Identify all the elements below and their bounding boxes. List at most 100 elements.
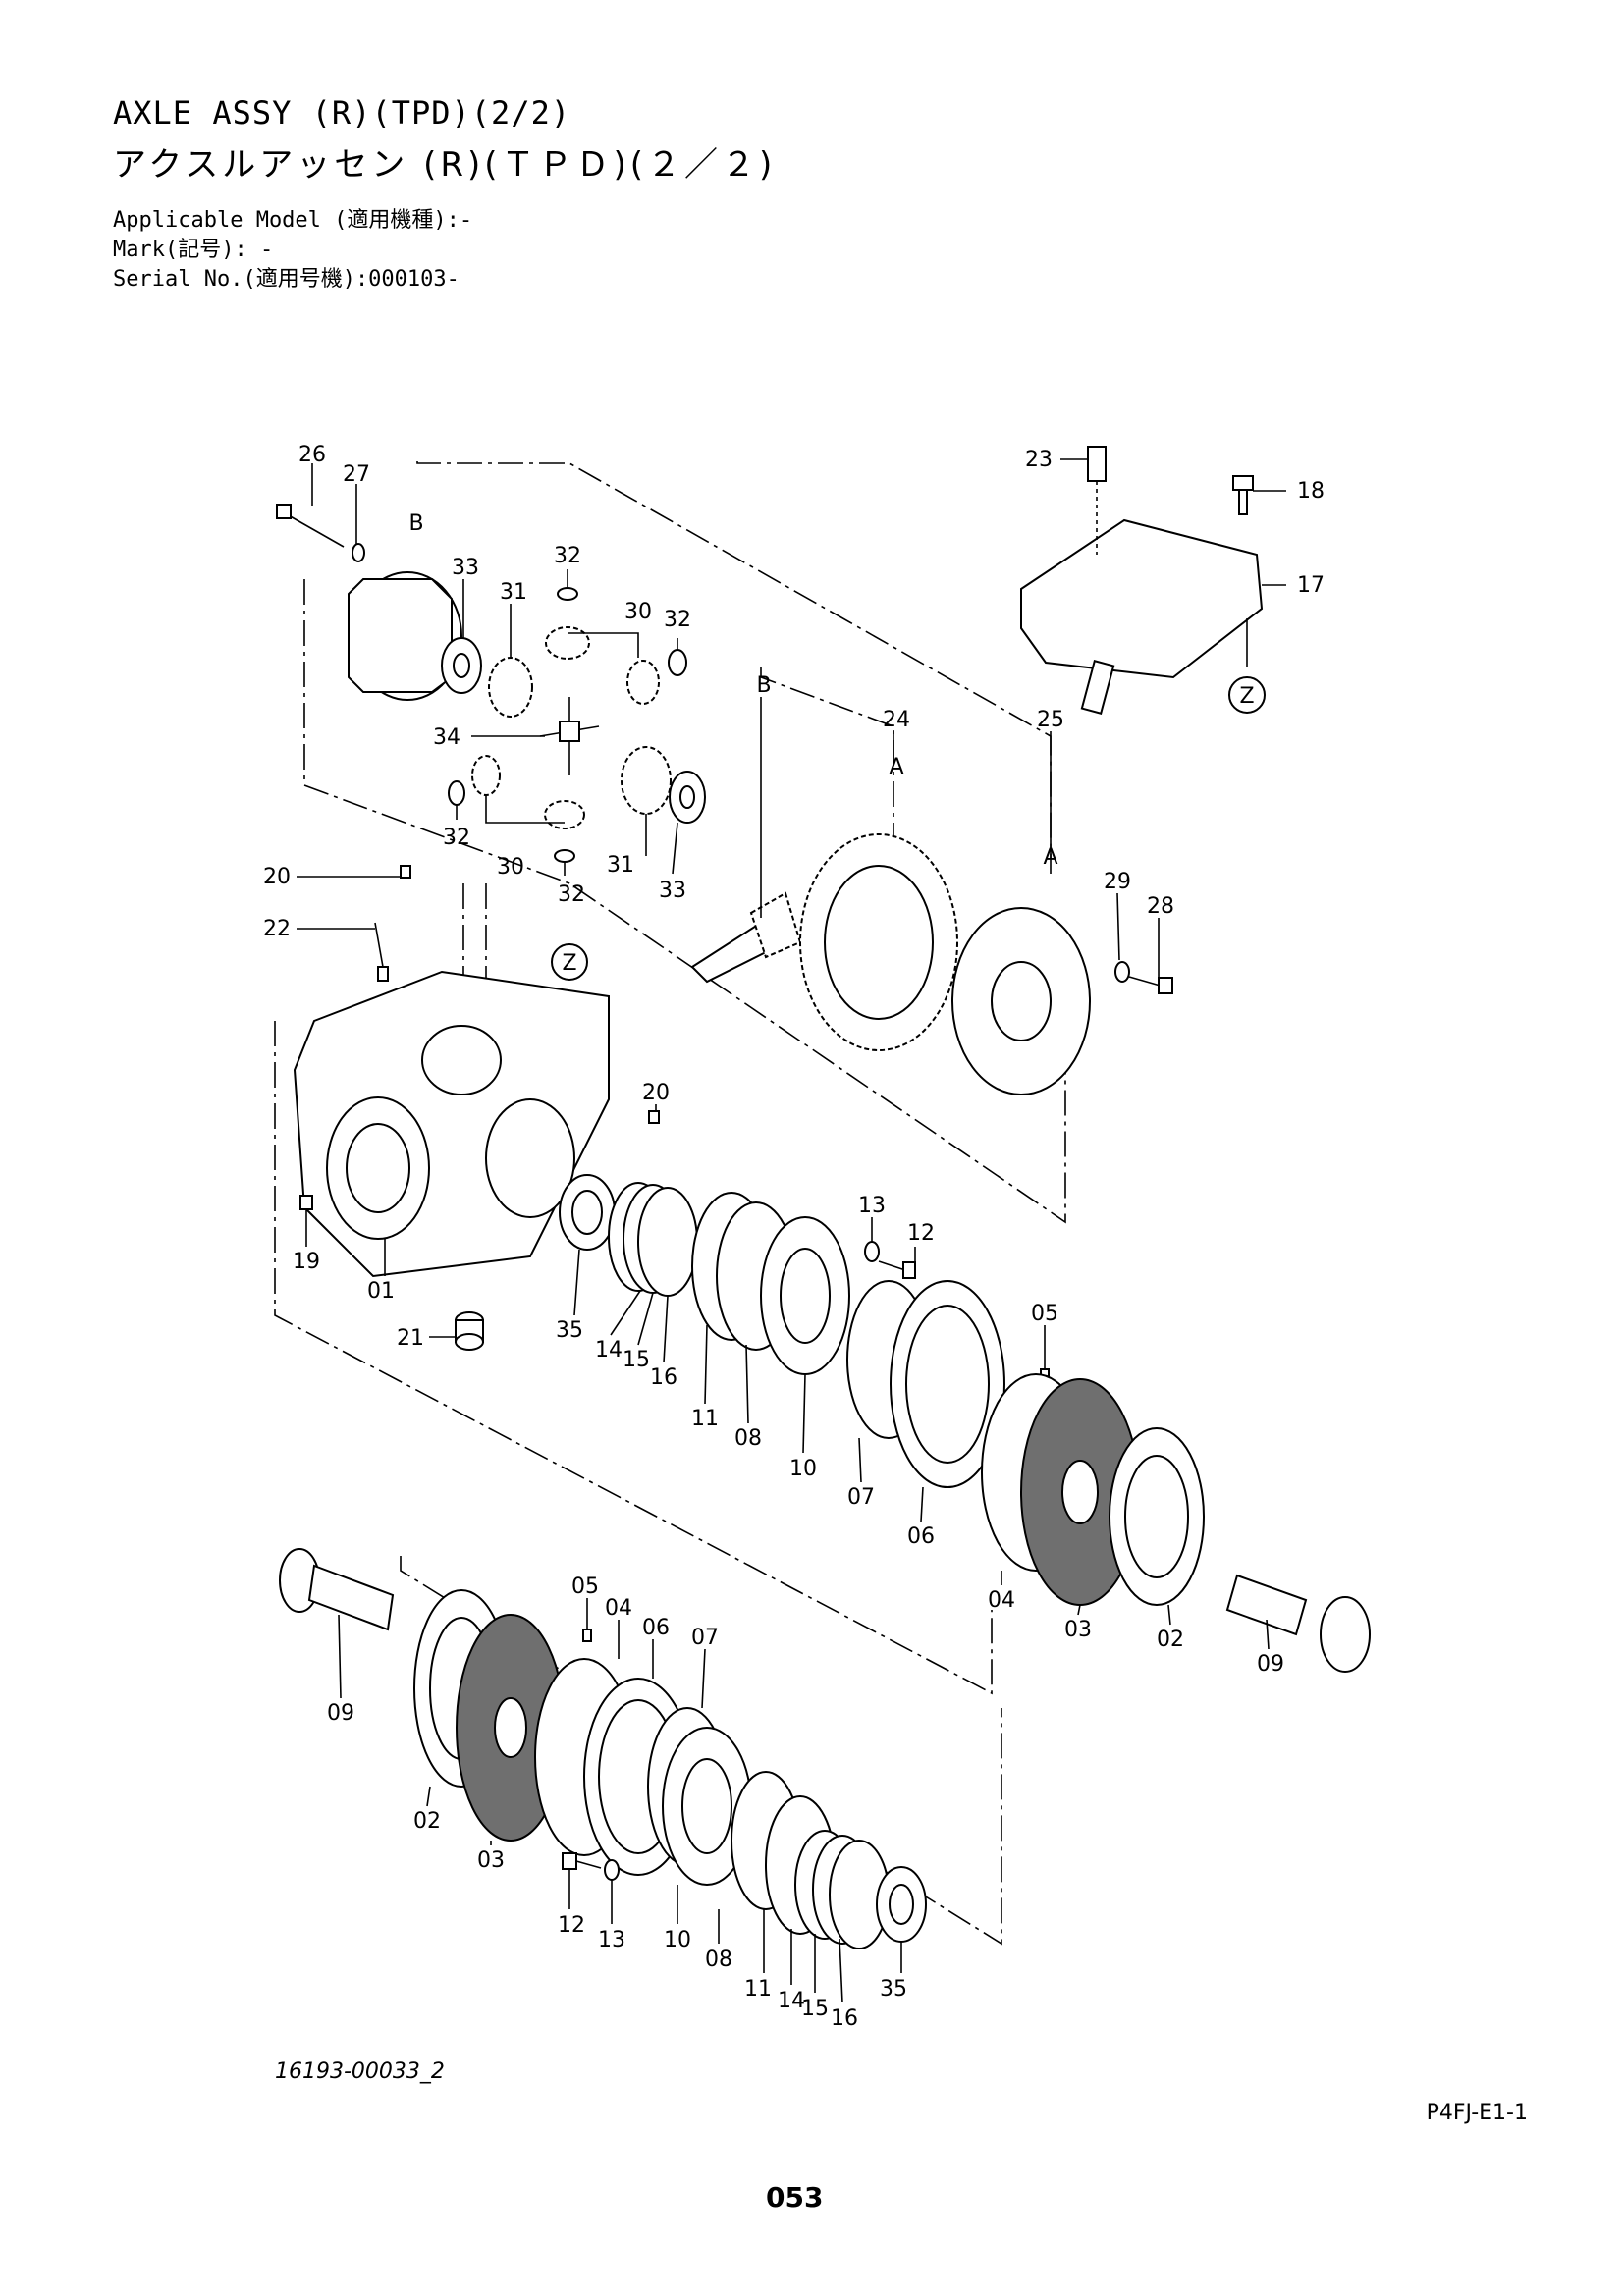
callout-18: 18 [1297,479,1325,504]
callout-29: 29 [1104,870,1131,894]
serial-number-line: Serial No.(適用号機):000103- [113,267,460,292]
callout-30-upper: 30 [624,600,652,624]
callout-05-lower: 05 [571,1575,599,1599]
callout-23: 23 [1025,448,1053,472]
callout-32-top: 32 [554,544,581,568]
callout-labels: 26 27 B 33 32 31 30 32 34 32 30 32 31 33… [263,443,1325,2031]
page-number: 053 [766,2181,824,2214]
callout-02-upper: 02 [1157,1628,1184,1652]
grease-fitting-22 [374,922,389,982]
callout-35-upper: 35 [556,1318,583,1343]
pinion-gear-30-lower [544,800,585,829]
differential-case-half [348,571,462,701]
callout-30-lower: 30 [497,855,524,880]
washer-32-left [448,780,465,806]
callout-28: 28 [1147,894,1174,919]
view-z-marker-housing [551,943,588,981]
pinion-gear-30-right [626,660,660,705]
bolt-18 [1232,475,1254,515]
callout-08-lower: 08 [705,1948,732,1972]
washer-13-lower [604,1859,620,1881]
callout-31-upper: 31 [500,580,527,605]
bolt-26-head [276,504,292,519]
callout-33-upper: 33 [452,556,479,580]
page-title: AXLE ASSY (R)(TPD)(2/2) [113,94,571,132]
callout-17: 17 [1297,573,1325,598]
callout-07-lower: 07 [691,1626,719,1650]
callout-09-lower: 09 [327,1701,354,1726]
callout-07-upper: 07 [847,1485,875,1510]
callout-a-case: A [1043,845,1057,870]
callout-24: 24 [883,708,910,732]
callout-12-lower: 12 [558,1913,585,1938]
callout-05-upper: 05 [1031,1302,1058,1326]
nut-16-upper [637,1187,698,1297]
callout-33-lower: 33 [659,879,686,903]
callout-32-right: 32 [664,608,691,632]
callout-32-bottom: 32 [558,882,585,907]
washer-29 [1114,961,1130,983]
callout-04-lower: 04 [605,1596,632,1621]
plug-20-housing [648,1110,660,1124]
callout-04-upper: 04 [988,1588,1015,1613]
bolt-12-lower [562,1852,602,1870]
page-code: P4FJ-E1-1 [1426,2101,1528,2125]
washer-27 [352,543,365,562]
callout-08-upper: 08 [734,1426,762,1451]
callout-13-lower: 13 [598,1928,625,1952]
callout-15-upper: 15 [623,1348,650,1372]
callout-06-upper: 06 [907,1524,935,1549]
callout-22: 22 [263,917,291,941]
washer-13-upper [864,1241,880,1262]
callout-32-left: 32 [443,826,470,850]
plug-20-top [400,865,411,879]
callout-20-housing: 20 [642,1081,670,1105]
plug-19 [299,1195,313,1210]
callout-06-lower: 06 [642,1616,670,1640]
callout-25: 25 [1037,708,1064,732]
view-z-marker-cover [1228,676,1266,714]
side-gear-31-lower [621,746,672,815]
washer-32-bottom [554,849,575,863]
plug-23 [1087,446,1107,555]
pinion-gear-30-upper [545,626,590,660]
callout-10-lower: 10 [664,1928,691,1952]
callout-34: 34 [433,725,460,750]
callout-19: 19 [293,1250,320,1274]
callout-09-upper: 09 [1257,1652,1284,1677]
callout-01: 01 [367,1279,395,1304]
callout-21: 21 [397,1326,424,1351]
callout-31-lower: 31 [607,853,634,878]
differential-case-25 [951,907,1091,1095]
callout-11-upper: 11 [691,1407,719,1431]
callout-b-upper: B [408,511,423,536]
callout-14-lower: 14 [778,1989,805,2013]
callout-a-ring-gear: A [889,755,903,779]
callout-16-lower: 16 [831,2006,858,2031]
callout-15-lower: 15 [801,1997,829,2021]
axle-shaft-09-upper [1225,1574,1371,1673]
callout-10-upper: 10 [789,1457,817,1481]
side-gear-31-upper [488,657,533,718]
washer-32-top [557,587,578,601]
callout-12-upper: 12 [907,1221,935,1246]
cover-plate-17 [1020,518,1264,715]
callout-27: 27 [343,462,370,487]
leader-lines [297,458,1286,2003]
bolt-28 [1128,976,1173,994]
callout-13-upper: 13 [858,1194,886,1218]
callout-z-housing: Z [562,951,576,976]
callout-11-lower: 11 [744,1977,772,2002]
callout-03-lower: 03 [477,1848,505,1873]
mark-line: Mark(記号): - [113,238,274,262]
callout-03-upper: 03 [1064,1618,1092,1642]
breather-21 [455,1311,484,1351]
page-title-japanese: アクスルアッセン (R)(ＴＰＤ)(２／２) [113,145,777,185]
axle-shaft-09-lower [279,1548,395,1631]
bolt-12-upper [878,1260,916,1279]
callout-z-cover: Z [1239,684,1254,709]
axle-housing-01 [293,970,610,1278]
callout-02-lower: 02 [413,1809,441,1834]
spring-pin-05-lower [582,1629,592,1642]
